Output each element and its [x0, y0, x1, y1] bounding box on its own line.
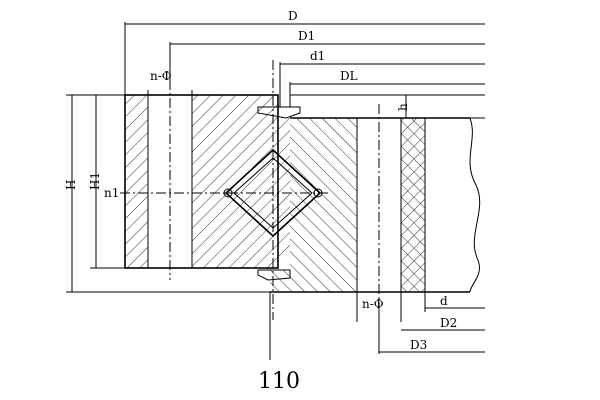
label-H: H [64, 180, 78, 190]
label-D3: D3 [410, 338, 427, 352]
label-d: d [440, 294, 448, 308]
label-D1: D1 [298, 29, 315, 43]
figure-caption: 110 [258, 369, 300, 394]
center-lines [120, 60, 380, 320]
bottom-dimensions [269, 292, 485, 360]
label-D: D [288, 9, 298, 23]
left-dimensions [66, 94, 270, 293]
label-H1: H1 [88, 172, 102, 190]
label-DL: DL [340, 69, 358, 83]
label-h: h [396, 103, 410, 111]
label-d1: d1 [310, 49, 325, 63]
label-D2: D2 [440, 316, 457, 330]
label-n-phi-top: n-Φ [150, 69, 172, 83]
label-n1: n1 [104, 186, 119, 200]
label-n-phi-bottom: n-Φ [362, 297, 384, 311]
seals [257, 106, 301, 281]
outer-ring [124, 90, 290, 269]
top-dimensions [124, 22, 485, 118]
